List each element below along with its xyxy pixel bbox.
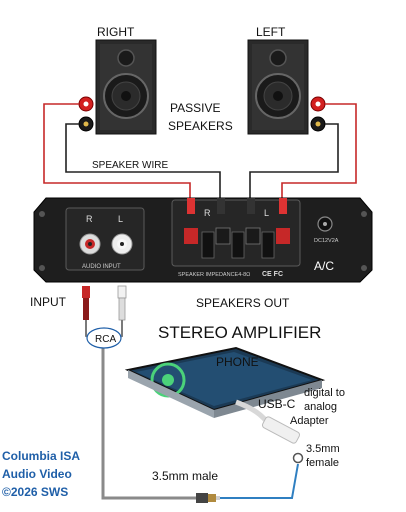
amp-right-out-red-clip[interactable] bbox=[184, 228, 198, 244]
amp-certs-label: CE FC bbox=[262, 271, 283, 278]
right-speaker-terminals bbox=[78, 96, 94, 132]
adapter-label-line2: analog bbox=[304, 401, 337, 413]
right-black-wire bbox=[65, 123, 221, 198]
left-speaker bbox=[247, 39, 309, 135]
brand-line1: Columbia ISA bbox=[2, 449, 80, 463]
left-speaker-terminals bbox=[310, 96, 326, 132]
right-red-wire bbox=[43, 103, 191, 198]
rca-label-oval bbox=[86, 327, 122, 349]
rca-to-male-cable bbox=[101, 344, 196, 500]
left-red-wire bbox=[281, 103, 357, 198]
amplifier bbox=[33, 197, 373, 283]
left-speaker-tweeter bbox=[269, 49, 287, 67]
input-label: INPUT bbox=[30, 295, 67, 309]
right-speaker-label: RIGHT bbox=[97, 25, 135, 39]
right-speaker-tweeter bbox=[117, 49, 135, 67]
left-black-wire bbox=[249, 123, 339, 198]
rca-cable bbox=[82, 285, 196, 500]
ac-label: A/C bbox=[314, 259, 334, 273]
amp-power-label: DC12V2A bbox=[314, 238, 339, 244]
speakers-out-label: SPEAKERS OUT bbox=[196, 296, 290, 310]
phone bbox=[124, 346, 326, 418]
brand-line3: ©2026 SWS bbox=[2, 485, 68, 499]
right-speaker bbox=[95, 39, 157, 135]
male-label: 3.5mm male bbox=[152, 469, 218, 483]
amp-out-r-label: R bbox=[204, 208, 211, 218]
adapter-label-line3: Adapter bbox=[290, 415, 329, 427]
rca-label: RCA bbox=[95, 334, 116, 345]
speaker-wire-label: SPEAKER WIRE bbox=[92, 160, 168, 171]
male-plug bbox=[196, 463, 299, 503]
speaker-wires bbox=[43, 103, 357, 198]
female-label-line1: 3.5mm bbox=[306, 443, 340, 455]
amp-left-out-red-clip[interactable] bbox=[276, 228, 290, 244]
female-label-line2: female bbox=[306, 457, 339, 469]
brand-line2: Audio Video bbox=[2, 467, 72, 481]
amp-left-out-black-clip[interactable] bbox=[245, 227, 261, 245]
adapter-label-line1: digital to bbox=[304, 387, 345, 399]
amp-right-out-black-clip[interactable] bbox=[215, 227, 231, 245]
female-jack[interactable] bbox=[292, 452, 304, 464]
amp-input-l-label: L bbox=[118, 214, 123, 224]
passive-speakers-label-line1: PASSIVE bbox=[170, 101, 220, 115]
amp-input-r-label: R bbox=[86, 214, 93, 224]
left-speaker-label: LEFT bbox=[256, 25, 286, 39]
passive-speakers-label-line2: SPEAKERS bbox=[168, 119, 233, 133]
amp-audio-input-label: AUDIO INPUT bbox=[82, 264, 121, 270]
stereo-amplifier-label: STEREO AMPLIFIER bbox=[158, 323, 321, 342]
usbc-adapter bbox=[235, 399, 304, 464]
male-to-female-cable bbox=[220, 463, 299, 499]
amp-impedance-label: SPEAKER IMPEDANCE4-8Ω bbox=[178, 272, 250, 278]
phone-label: PHONE bbox=[216, 355, 259, 369]
usbc-label: USB-C bbox=[258, 397, 296, 411]
amp-out-l-label: L bbox=[264, 208, 269, 218]
